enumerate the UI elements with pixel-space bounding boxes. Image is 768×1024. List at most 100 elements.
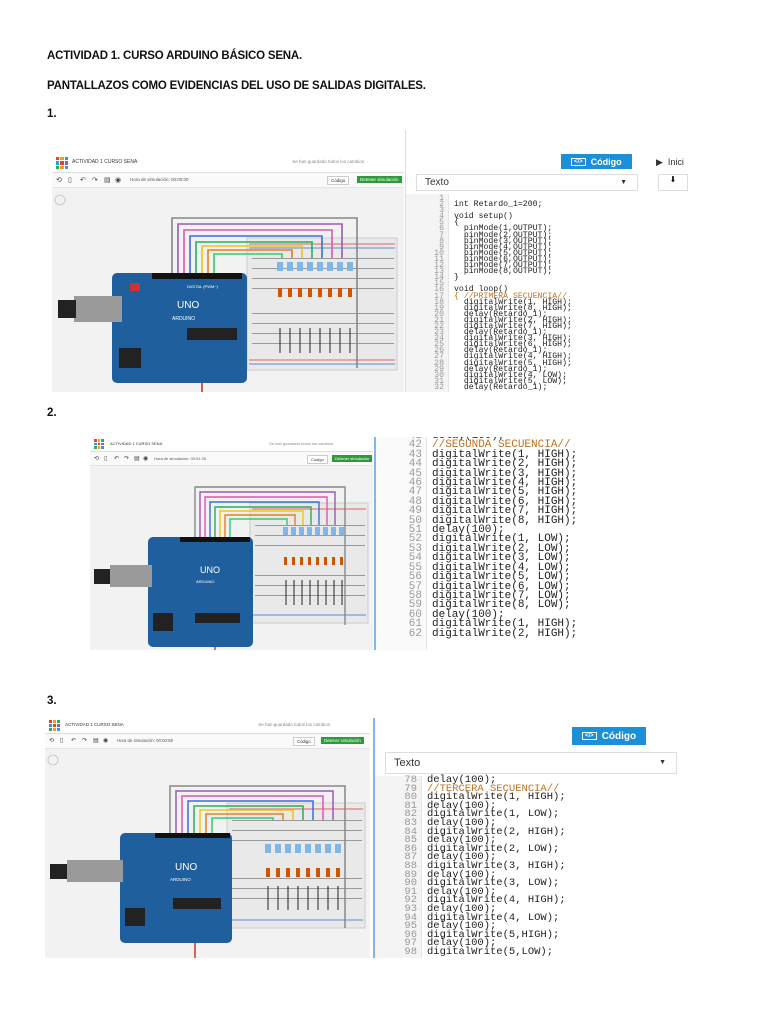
- code-text[interactable]: digitalWrite(1, LOW);: [432, 533, 571, 546]
- code-text[interactable]: digitalWrite(1, HIGH);: [427, 791, 566, 804]
- code-text[interactable]: digitalWrite(5,HIGH);: [427, 928, 560, 941]
- eye-icon[interactable]: ◉: [115, 177, 122, 184]
- code-text[interactable]: digitalWrite(8, HIGH);: [432, 514, 578, 527]
- code-text[interactable]: pinMode(2,OUTPUT);: [454, 230, 553, 240]
- code-text[interactable]: digitalWrite(8, LOW);: [432, 599, 571, 612]
- code-text[interactable]: digitalWrite(1, HIGH);: [454, 297, 572, 307]
- code-text[interactable]: //SEGUNDA SECUENCIA//: [432, 439, 571, 452]
- code-text[interactable]: digitalWrite(5,LOW);: [427, 945, 554, 958]
- code-text[interactable]: digitalWrite(7, LOW);: [432, 589, 571, 602]
- notes-icon[interactable]: ▤: [104, 177, 111, 184]
- code-text[interactable]: digitalWrite(5, HIGH);: [432, 486, 578, 499]
- code-text[interactable]: delay(100);: [432, 437, 505, 442]
- code-text[interactable]: delay(100);: [427, 868, 497, 881]
- code-text[interactable]: pinMode(1,OUTPUT);: [454, 224, 553, 234]
- mode-dropdown[interactable]: Texto▼: [385, 752, 677, 774]
- code-text[interactable]: pinMode(3,OUTPUT);: [454, 236, 553, 246]
- code-text[interactable]: delay(100);: [427, 902, 497, 915]
- code-text[interactable]: digitalWrite(2, HIGH);: [454, 315, 572, 325]
- code-text[interactable]: delay(100);: [432, 608, 505, 621]
- code-text[interactable]: digitalWrite(2, HIGH);: [432, 627, 578, 640]
- code-text[interactable]: pinMode(6,OUTPUT);: [454, 254, 553, 264]
- code-text[interactable]: delay(100);: [427, 851, 497, 864]
- code-text[interactable]: pinMode(5,OUTPUT);: [454, 248, 553, 258]
- code-text[interactable]: delay(Retardo_1);: [454, 382, 548, 392]
- stop-simulation-button[interactable]: Detener simulación: [357, 176, 402, 183]
- code-text[interactable]: delay(100);: [427, 834, 497, 847]
- delete-icon[interactable]: ▯: [104, 456, 108, 462]
- code-text[interactable]: digitalWrite(4, LOW);: [427, 911, 560, 924]
- code-text[interactable]: digitalWrite(2, HIGH);: [427, 825, 566, 838]
- redo-icon[interactable]: ↷: [92, 177, 98, 184]
- code-text[interactable]: delay(100);: [427, 885, 497, 898]
- code-text[interactable]: digitalWrite(6, LOW);: [432, 580, 571, 593]
- delete-icon[interactable]: ▯: [60, 738, 64, 744]
- codigo-tab-button[interactable]: </>Código: [572, 727, 647, 745]
- code-text[interactable]: delay(Retardo_1);: [454, 364, 548, 374]
- code-text[interactable]: digitalWrite(7, HIGH);: [432, 505, 578, 518]
- code-text[interactable]: digitalWrite(5, LOW);: [454, 376, 568, 386]
- rotate-icon[interactable]: ⟲: [49, 738, 55, 744]
- code-text[interactable]: digitalWrite(3, HIGH);: [427, 859, 566, 872]
- code-button[interactable]: Código: [293, 737, 315, 746]
- redo-icon[interactable]: ↷: [82, 738, 88, 744]
- codigo-tab-button[interactable]: </>Código: [561, 154, 632, 169]
- code-text[interactable]: {: [454, 218, 459, 228]
- code-text[interactable]: delay(100);: [427, 937, 497, 950]
- rotate-icon[interactable]: ⟲: [94, 456, 100, 462]
- stop-simulation-button[interactable]: Detener simulación: [321, 737, 364, 744]
- code-text[interactable]: delay(100);: [432, 524, 505, 537]
- code-text[interactable]: digitalWrite(1, HIGH);: [432, 618, 578, 631]
- code-text[interactable]: pinMode(7,OUTPUT);: [454, 261, 553, 271]
- code-text[interactable]: digitalWrite(1, LOW);: [427, 808, 560, 821]
- code-text[interactable]: digitalWrite(4, HIGH);: [427, 894, 566, 907]
- code-text[interactable]: pinMode(4,OUTPUT);: [454, 242, 553, 252]
- code-text[interactable]: digitalWrite(4, HIGH);: [432, 477, 578, 490]
- code-text[interactable]: delay(Retardo_1);: [454, 328, 548, 338]
- code-text[interactable]: digitalWrite(6, HIGH);: [432, 495, 578, 508]
- eye-icon[interactable]: ◉: [103, 738, 109, 744]
- code-text[interactable]: delay(100);: [427, 774, 497, 786]
- code-text[interactable]: digitalWrite(2, HIGH);: [432, 458, 578, 471]
- code-button[interactable]: Código: [307, 455, 328, 464]
- code-text[interactable]: digitalWrite(2, LOW);: [432, 542, 571, 555]
- download-button[interactable]: ⬇: [658, 174, 688, 191]
- code-text[interactable]: digitalWrite(3, HIGH);: [432, 467, 578, 480]
- code-text[interactable]: void setup(): [454, 212, 513, 222]
- code-text[interactable]: digitalWrite(4, HIGH);: [454, 352, 572, 362]
- code-text[interactable]: { //PRIMERA SECUENCIA//: [454, 291, 568, 301]
- code-text[interactable]: digitalWrite(3, LOW);: [432, 552, 571, 565]
- mode-dropdown[interactable]: Texto▼: [416, 174, 638, 191]
- code-text[interactable]: delay(Retardo_1);: [454, 346, 548, 356]
- code-text[interactable]: digitalWrite(6, HIGH);: [454, 340, 572, 350]
- iniciar-simulacion-button[interactable]: ▶Inici: [656, 155, 684, 169]
- code-text[interactable]: void loop(): [454, 285, 509, 295]
- code-text[interactable]: digitalWrite(1, HIGH);: [432, 448, 578, 461]
- notes-icon[interactable]: ▤: [134, 456, 140, 462]
- code-text[interactable]: //TERCERA SECUENCIA//: [427, 782, 560, 795]
- notes-icon[interactable]: ▤: [93, 738, 99, 744]
- redo-icon[interactable]: ↷: [124, 456, 130, 462]
- code-text[interactable]: digitalWrite(5, HIGH);: [454, 358, 572, 368]
- undo-icon[interactable]: ↶: [114, 456, 120, 462]
- code-text[interactable]: digitalWrite(8, HIGH);: [454, 303, 572, 313]
- code-text[interactable]: digitalWrite(2, LOW);: [427, 842, 560, 855]
- code-text[interactable]: digitalWrite(7, HIGH);: [454, 321, 572, 331]
- code-text[interactable]: digitalWrite(5, LOW);: [432, 571, 571, 584]
- code-text[interactable]: }: [454, 273, 459, 283]
- rotate-icon[interactable]: ⟲: [56, 177, 62, 184]
- undo-icon[interactable]: ↶: [71, 738, 77, 744]
- undo-icon[interactable]: ↶: [80, 177, 86, 184]
- code-text[interactable]: digitalWrite(3, LOW);: [427, 877, 560, 890]
- code-text[interactable]: digitalWrite(4, LOW);: [432, 561, 571, 574]
- code-button[interactable]: Código: [327, 176, 350, 185]
- eye-icon[interactable]: ◉: [143, 456, 149, 462]
- code-text[interactable]: delay(100);: [427, 799, 497, 812]
- code-text[interactable]: delay(100);: [427, 816, 497, 829]
- code-text[interactable]: delay(Retardo_1);: [454, 309, 548, 319]
- stop-simulation-button[interactable]: Detener simulación: [332, 455, 373, 462]
- code-text[interactable]: digitalWrite(3, HIGH);: [454, 334, 572, 344]
- code-text[interactable]: delay(100);: [427, 920, 497, 933]
- delete-icon[interactable]: ▯: [68, 177, 72, 184]
- code-text[interactable]: pinMode(8,OUTPUT);: [454, 267, 553, 277]
